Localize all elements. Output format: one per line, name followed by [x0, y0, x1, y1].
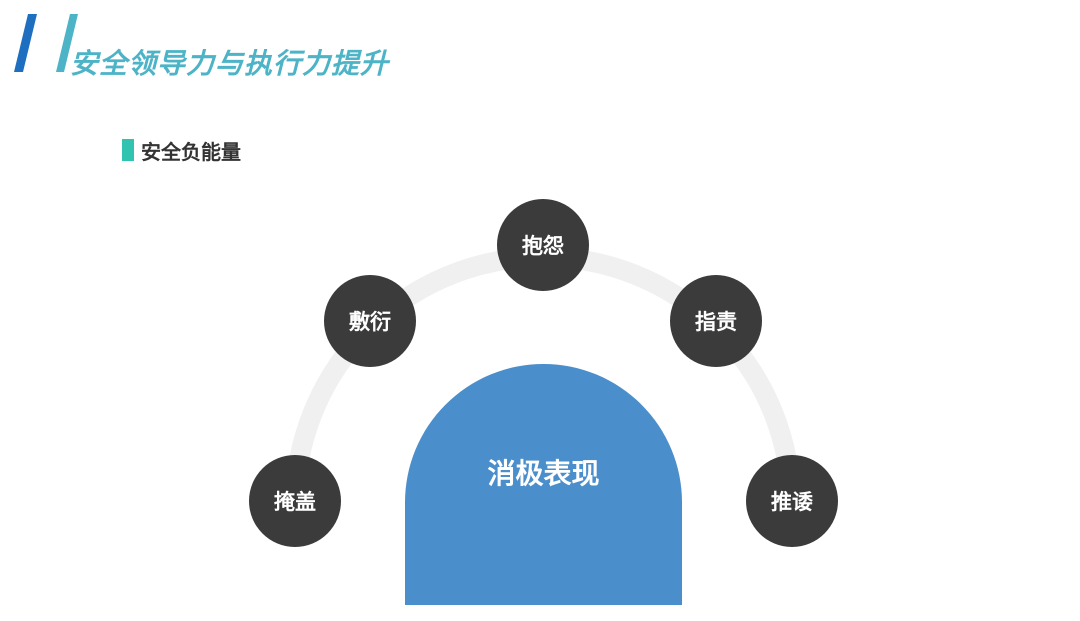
- node-label: 掩盖: [274, 490, 316, 514]
- node-complain: 抱怨: [497, 199, 589, 291]
- node-label: 抱怨: [522, 234, 564, 258]
- page-title: 安全领导力与执行力提升: [70, 47, 390, 80]
- node-label: 敷衍: [349, 310, 391, 334]
- center-shape: 消极表现: [405, 364, 682, 605]
- center-label: 消极表现: [487, 457, 600, 490]
- node-shirk: 推诿: [746, 455, 838, 547]
- node-label: 推诿: [771, 490, 813, 514]
- node-perfunctory: 敷衍: [324, 275, 416, 367]
- section-label: 安全负能量: [141, 140, 241, 164]
- node-cover-up: 掩盖: [249, 455, 341, 547]
- header-slash-decoration: [14, 14, 78, 72]
- section-marker: [122, 139, 134, 161]
- node-label: 指责: [695, 310, 737, 334]
- node-blame: 指责: [670, 275, 762, 367]
